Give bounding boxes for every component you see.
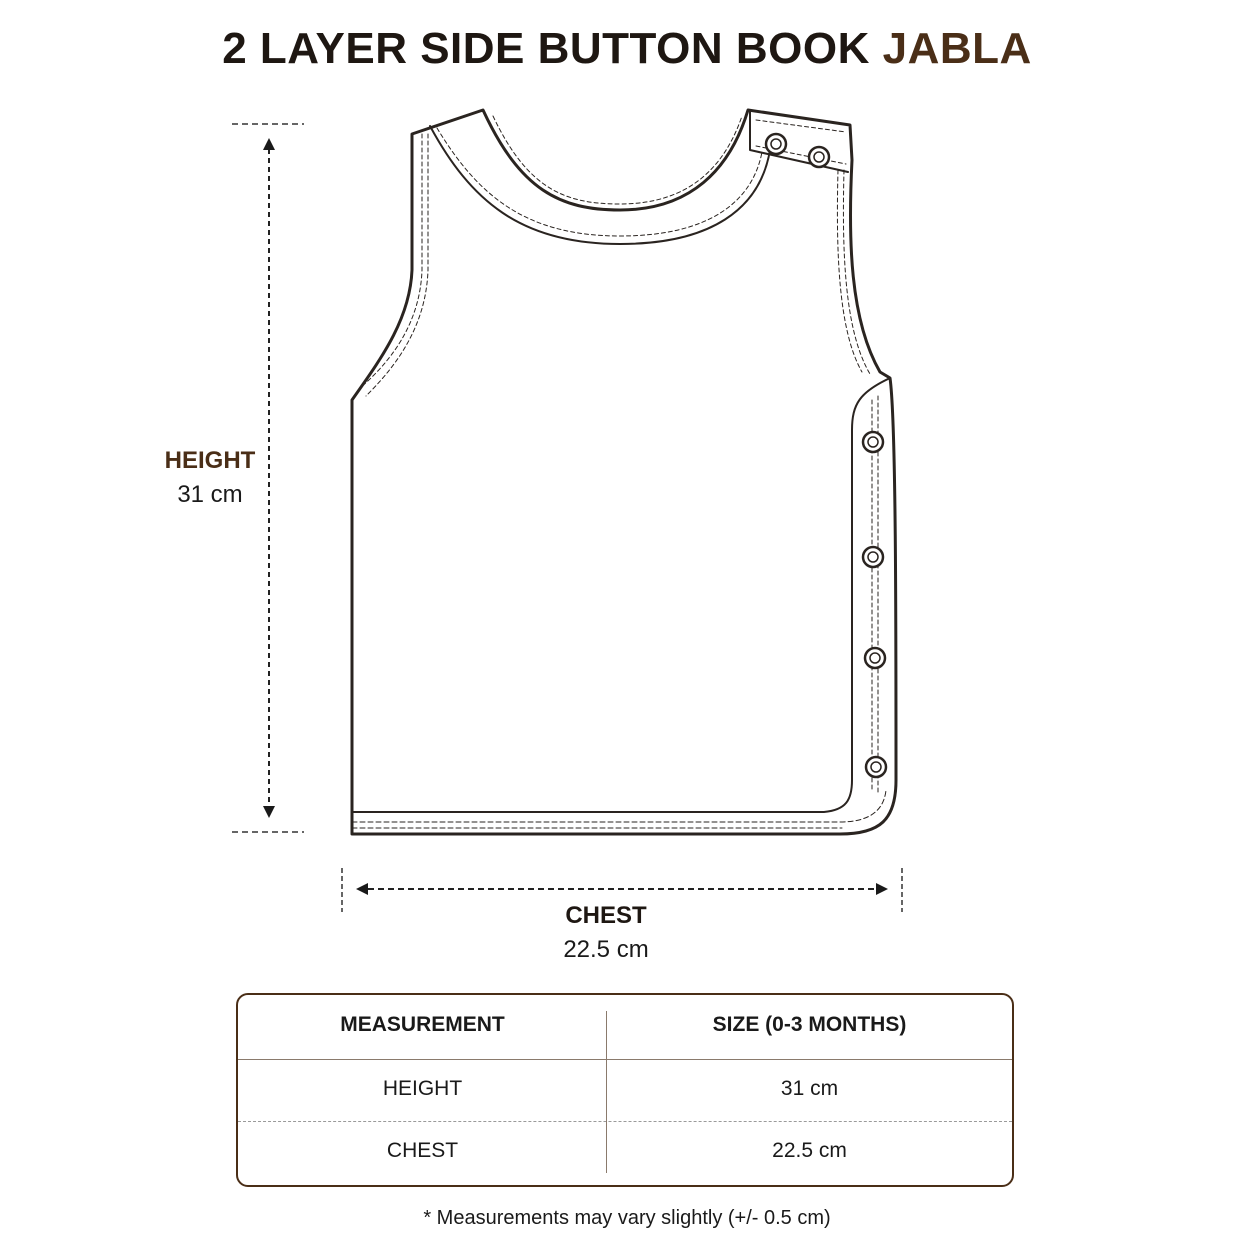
header-measurement: MEASUREMENT [340, 1013, 505, 1036]
height-dimension-line [232, 123, 304, 833]
table-header-row: MEASUREMENT SIZE (0-3 MONTHS) [238, 1013, 1012, 1037]
height-value: 31 cm [177, 481, 243, 508]
chest-value: 22.5 cm [563, 936, 649, 963]
snap-button-icons [764, 132, 888, 779]
table-cell: 31 cm [780, 1077, 839, 1100]
table-row: HEIGHT 31 cm [238, 1077, 1012, 1101]
garment-diagram [232, 108, 903, 912]
table-divider [238, 1059, 1012, 1060]
height-label: HEIGHT [164, 447, 256, 474]
table-row: CHEST 22.5 cm [238, 1139, 1012, 1163]
title-accent: JABLA [882, 24, 1032, 73]
table-cell: HEIGHT [382, 1077, 463, 1100]
table-cell: 22.5 cm [772, 1139, 847, 1162]
chest-dimension-line [341, 868, 903, 912]
title-main: 2 LAYER SIDE BUTTON BOOK [222, 24, 883, 73]
footnote: * Measurements may vary slightly (+/- 0.… [423, 1207, 831, 1229]
page-title: 2 LAYER SIDE BUTTON BOOK JABLA [0, 24, 1254, 74]
table-divider [238, 1121, 1012, 1122]
vest-outline [350, 108, 898, 836]
size-table: MEASUREMENT SIZE (0-3 MONTHS) HEIGHT 31 … [236, 993, 1014, 1187]
header-size: SIZE (0-3 MONTHS) [712, 1013, 907, 1036]
chest-label: CHEST [565, 902, 647, 929]
table-cell: CHEST [386, 1139, 459, 1162]
table-column-divider [606, 1011, 607, 1173]
